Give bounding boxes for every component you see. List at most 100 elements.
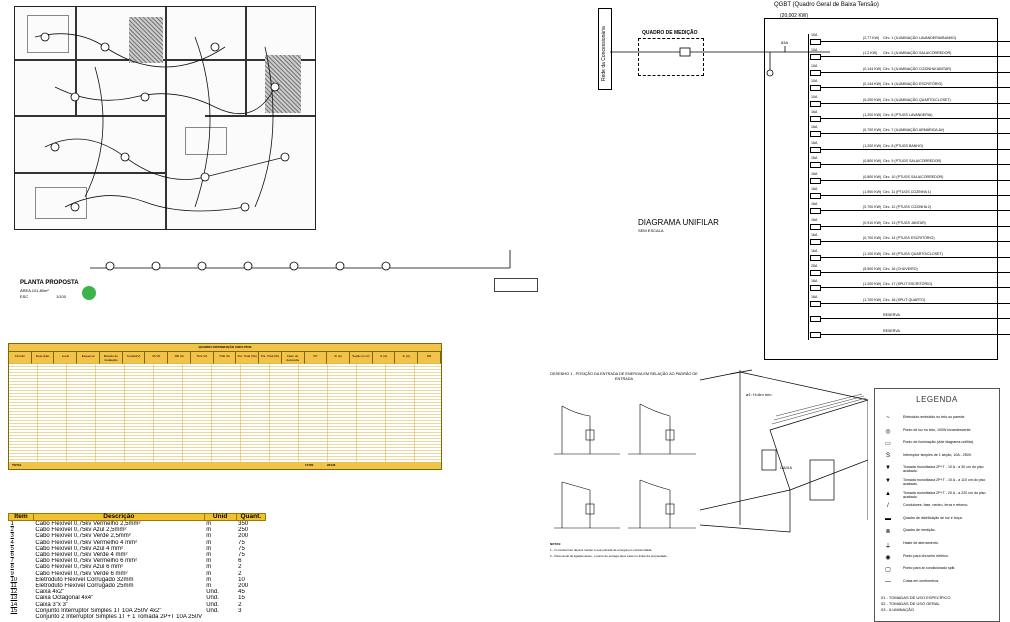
circuit-amp: 16A: [811, 202, 818, 207]
legend-title: LEGENDA: [916, 395, 958, 404]
standard-sketches: [554, 403, 696, 529]
note-2: 2 - Para ramal de ligação aéreo, o ponto…: [550, 554, 668, 558]
item-quantity: 75: [238, 552, 245, 559]
item-quantity: 2: [238, 570, 242, 577]
legend-text: Tomada monofásica 2P+T - 10 A - a 30 cm …: [903, 465, 984, 474]
item-quantity: 200: [238, 533, 249, 540]
circuit-description: Circ. 17 (SPLIT ESCRITÓRIO): [882, 282, 934, 287]
wall: [15, 172, 165, 174]
item-unit: Und.: [206, 589, 219, 596]
circuit-amp: 16A: [811, 110, 818, 114]
entrance-perspective: ø1: H=6m mín. CAIXA: [699, 360, 869, 535]
legend-footer-1: 01 - TOMADAS DE USO ESPECÍFICO: [881, 595, 951, 600]
breaker-icon: [810, 285, 821, 292]
circuit-description: Circ. 3 (ILUMINAÇÃO COZINHA/JANTAR): [882, 66, 953, 71]
legend-row: ▼Tomada monofásica 2P+T - 10 A - a 110 c…: [879, 476, 995, 487]
legend-row: ▢Ponto para ar condicionado split.: [879, 564, 995, 575]
item-description: Cabo Flexível 0,75kv Vermelho 6 mm²: [35, 558, 138, 565]
item-number: 3: [10, 533, 14, 540]
legend-text: Ponto para ar condicionado split.: [903, 566, 956, 571]
legend-row: ▭Ponto de iluminação (vide diagrama unif…: [879, 438, 995, 449]
medicao-box: [638, 38, 704, 76]
item-quantity: 3: [238, 607, 242, 614]
item-quantity: 2: [238, 564, 242, 571]
circuit-power: (1,200 KW): [862, 113, 883, 117]
circuit-line: [820, 148, 1010, 150]
item-quantity: 75: [238, 539, 245, 546]
circuit-line: [820, 179, 1010, 181]
legend-text: Cotas em centímetros.: [903, 578, 940, 583]
circuit-amp: 16A: [811, 171, 818, 176]
circuit-amp: 10A: [811, 79, 818, 84]
circuit-amp: 10A: [811, 63, 818, 68]
item-description: Caixa Octagonal 4x4": [35, 595, 94, 602]
circuit-description: Circ. 15 (PTUGS QUARTO/CLOSET): [882, 251, 944, 256]
item-unit: m: [206, 570, 212, 577]
item-description: Caixa 3"x 3": [35, 601, 69, 608]
switch-icon: S: [885, 452, 890, 459]
circuit-row: 16A(1,200 KW)Circ. 8 (PTUGS BANHO): [810, 141, 1010, 153]
circuit-power: (5,500 KW): [862, 267, 883, 271]
circuit-description: Circ. 14 (PTUGS ESCRITÓRIO): [882, 236, 936, 241]
item-number: 10: [10, 576, 18, 583]
qgbt-title: QGBT (Quadro Geral de Baixa Tensão): [774, 2, 879, 8]
circuit-description: RESERVA: [882, 328, 901, 333]
item-quantity: 200: [238, 583, 249, 590]
item-number: [9, 614, 34, 620]
item-number: 15: [10, 607, 18, 614]
breaker-icon: [810, 39, 821, 45]
circuit-row: 16A(1,200 KW)Circ. 6 (PTUGS LAVANDERIA): [810, 110, 1010, 122]
circuit-amp: 16A: [811, 125, 818, 130]
circuit-line: [820, 41, 1010, 42]
standard-drawings: DESENHO 1 - POSIÇÃO DA ENTRADA DE ENERGI…: [550, 372, 698, 572]
load-table-column: TUE VA: [214, 352, 237, 364]
meter-icon: ⊗: [885, 529, 891, 536]
circuit-line: [820, 272, 1010, 273]
item-description: Cabo Flexível 0,75kv Vermelho 4 mm²: [35, 539, 138, 546]
total-va: 17150: [305, 463, 314, 467]
item-number: 13: [10, 595, 18, 602]
unifilar-diagram: QGBT (Quadro Geral de Baixa Tensão) (20,…: [598, 0, 1010, 360]
circuit-line: [820, 87, 1010, 89]
breaker-icon: [810, 116, 821, 122]
circuit-power: (1,200 KW): [862, 282, 883, 287]
item-unit: m: [206, 564, 212, 571]
circuit-line: [820, 302, 1010, 304]
item-quantity: 10: [238, 576, 245, 583]
conductor-icon: /: [887, 503, 889, 510]
circuit-description: Circ. 8 (PTUGS BANHO): [882, 143, 924, 148]
socket-low-icon: ▼: [885, 465, 891, 472]
item-number: 9: [10, 570, 14, 577]
load-table-column: 60 VA: [145, 352, 169, 364]
circuit-row: 16A(0,800 KW)Circ. 10 (PTUGS SALA/CORRED…: [810, 171, 1010, 184]
item-unit: m: [206, 545, 212, 552]
item-quantity: 350: [238, 521, 249, 527]
wire-icon: ~: [886, 415, 890, 421]
item-description: Cabo Flexível 0,75kv Azul 4 mm²: [35, 545, 124, 552]
breaker-icon: [810, 69, 821, 76]
ground-icon: ⏚: [884, 544, 891, 550]
legend-text: Interruptor simples de 1 seção, 10A - 25…: [903, 452, 972, 457]
circuit-amp: 16A: [811, 156, 818, 161]
circuit-row: 16A(1,900 KW)Circ. 11 (PTUGS COZINHA 1): [810, 187, 1010, 199]
breaker-icon: [810, 193, 821, 199]
item-number: 7: [10, 558, 14, 565]
item-unit: Und.: [206, 601, 219, 608]
item-unit: m: [206, 558, 212, 565]
circuit-line: [820, 71, 1010, 73]
circuit-row: 10A(0,200 KW)Circ. 5 (ILUMINAÇÃO QUARTO/…: [810, 95, 1010, 107]
load-table-column: 100 VA: [168, 352, 191, 364]
qgbt-box: [764, 18, 998, 360]
wiring-svg: [34, 32, 290, 212]
bed: [129, 17, 163, 63]
legend-row: ~Eletroduto embutido no teto ou parede.: [879, 413, 995, 424]
concessionaria-label: Rede da Concessionária: [601, 26, 607, 81]
circuit-power: (0,144 KW): [862, 82, 883, 87]
plan-title: PLANTA PROPOSTA: [20, 280, 79, 286]
item-description: Cabo Flexível 0,75kv Azul 2,5mm²: [35, 527, 127, 534]
circuit-line: [820, 195, 1010, 196]
